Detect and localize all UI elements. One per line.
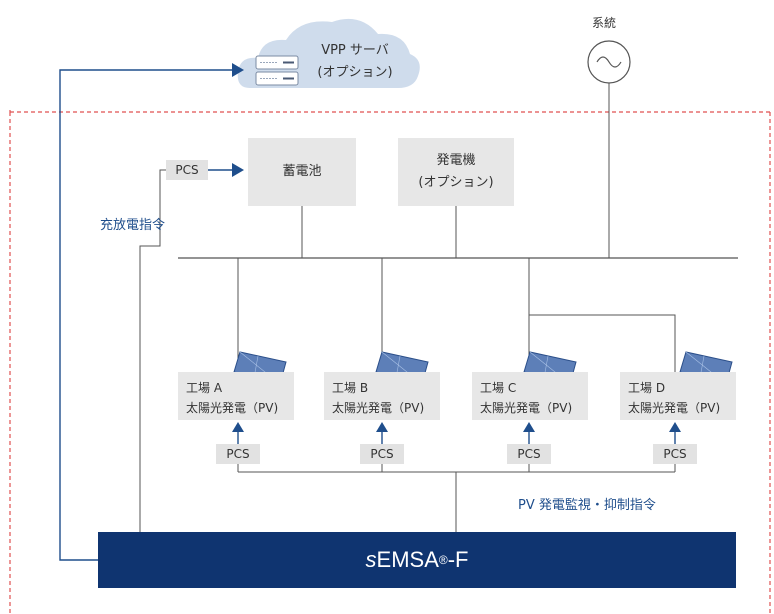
pcs-label: PCS [175, 163, 199, 177]
system-boundary [9, 110, 770, 614]
vpp-server-option: (オプション) [317, 65, 393, 80]
factory-name: 工場 D [628, 381, 666, 395]
pcs-label: PCS [370, 447, 394, 461]
vpp-server-title: VPP サーバ [321, 43, 389, 58]
factory-pv: 太陽光発電（PV) [628, 401, 721, 415]
charge-command-label: 充放電指令 [100, 218, 166, 233]
factory-pv: 太陽光発電（PV) [332, 401, 425, 415]
vpp-link [59, 69, 232, 561]
pcs-battery: PCS [166, 160, 208, 180]
factory-name: 工場 C [480, 381, 517, 395]
pcs-label: PCS [663, 447, 687, 461]
registered-mark: ® [438, 553, 448, 567]
vpp-server-label: VPP サーバ (オプション) [300, 40, 410, 84]
semsa-prefix: s [365, 547, 377, 572]
generator-box: 発電機 (オプション) [398, 138, 514, 206]
pcs-factory-c: PCS [507, 444, 551, 464]
factory-name: 工場 A [186, 381, 223, 395]
pcs-factory-a: PCS [216, 444, 260, 464]
charge-link [139, 245, 152, 532]
factory-d: 工場 D 太陽光発電（PV) [620, 372, 736, 420]
semsa-name: EMSA [376, 547, 439, 572]
battery-label: 蓄電池 [282, 164, 322, 179]
factory-a: 工場 A 太陽光発電（PV) [178, 372, 294, 420]
factory-name: 工場 B [332, 381, 369, 395]
semsa-suffix: -F [447, 547, 469, 572]
cloud-shape [237, 18, 420, 88]
factory-b: 工場 B 太陽光発電（PV) [324, 372, 440, 420]
battery-box: 蓄電池 [248, 138, 356, 206]
pcs-label: PCS [517, 447, 541, 461]
factory-pv: 太陽光発電（PV) [186, 401, 279, 415]
pcs-factory-b: PCS [360, 444, 404, 464]
pcs-label: PCS [226, 447, 250, 461]
factory-pv: 太陽光発電（PV) [480, 401, 573, 415]
pcs-factory-d: PCS [653, 444, 697, 464]
generator-title: 発電機 [436, 153, 476, 168]
factory-c: 工場 C 太陽光発電（PV) [472, 372, 588, 420]
server-icon [255, 55, 299, 86]
pv-monitor-label: PV 発電監視・抑制指令 [518, 498, 656, 513]
generator-option: (オプション) [418, 175, 494, 190]
grid-label: 系統 [592, 16, 617, 30]
